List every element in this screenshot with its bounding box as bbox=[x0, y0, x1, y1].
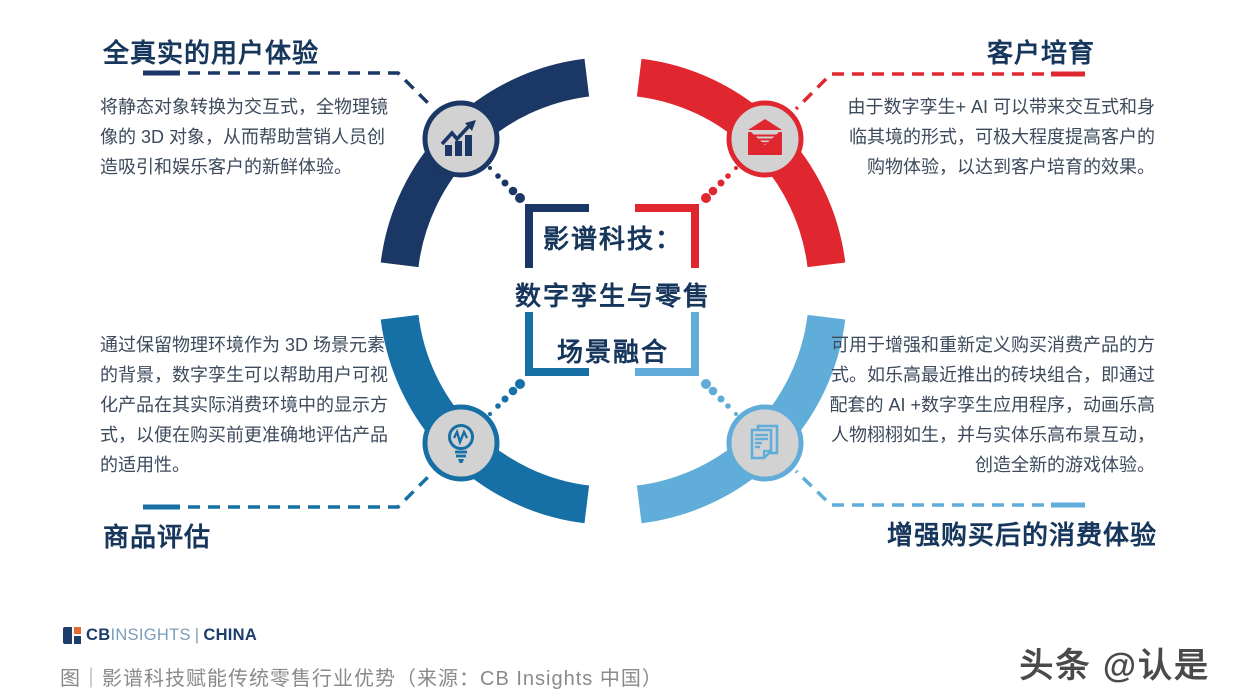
dots-top-left bbox=[488, 166, 525, 203]
cbinsights-logo-icon bbox=[63, 626, 81, 644]
center-title-line2: 数字孪生与零售 bbox=[514, 281, 711, 311]
title-bottom-right: 增强购买后的消费体验 bbox=[886, 520, 1157, 550]
top-left-dashed-line bbox=[188, 71, 434, 109]
cbinsights-logo: CBINSIGHTS|CHINA bbox=[63, 626, 257, 644]
center-title-line1: 影谱科技： bbox=[542, 224, 683, 254]
open-envelope-icon bbox=[748, 119, 782, 155]
body-bottom-right: 可用于增强和重新定义购买消费产品的方式。如乐高最近推出的砖块组合，即通过配套的 … bbox=[829, 335, 1155, 475]
figure-caption: 图｜影谱科技赋能传统零售行业优势（来源：CB Insights 中国） bbox=[60, 668, 663, 690]
top-right-dashed-line bbox=[794, 72, 1044, 111]
title-top-right: 客户培育 bbox=[986, 38, 1095, 68]
logo-insights: INSIGHTS bbox=[110, 625, 191, 644]
toutiao-watermark: 头条 @认是 bbox=[1019, 647, 1210, 685]
center-title-line3: 场景融合 bbox=[556, 337, 669, 367]
bracket-top-right bbox=[635, 204, 699, 268]
bottom-right-dashed-line bbox=[794, 469, 1044, 507]
circle-top-left bbox=[422, 100, 500, 178]
cbinsights-logo-text: CBINSIGHTS|CHINA bbox=[86, 626, 257, 645]
lightbulb-icon bbox=[448, 424, 474, 463]
body-bottom-left: 通过保留物理环境作为 3D 场景元素的背景，数字孪生可以帮助用户可视化产品在其实… bbox=[100, 335, 388, 475]
logo-cb: CB bbox=[86, 625, 111, 644]
circle-bottom-left bbox=[422, 404, 500, 482]
body-top-left: 将静态对象转换为交互式，全物理镜像的 3D 对象，从而帮助营销人员创造吸引和娱乐… bbox=[100, 97, 388, 177]
title-bottom-left: 商品评估 bbox=[103, 522, 212, 552]
bracket-bottom-left bbox=[525, 312, 589, 376]
bracket-top-left bbox=[525, 204, 589, 268]
dots-top-right bbox=[701, 166, 738, 203]
dots-bottom-right bbox=[701, 379, 738, 416]
growth-chart-icon bbox=[440, 120, 476, 156]
logo-divider: | bbox=[194, 625, 200, 644]
bottom-left-dashed-line bbox=[188, 471, 434, 509]
bracket-bottom-right bbox=[635, 312, 699, 376]
document-icon bbox=[750, 424, 779, 460]
dots-bottom-left bbox=[488, 379, 525, 416]
logo-china: CHINA bbox=[203, 625, 258, 644]
title-top-left: 全真实的用户体验 bbox=[103, 38, 320, 68]
body-top-right: 由于数字孪生+ AI 可以带来交互式和身临其境的形式，可极大程度提高客户的购物体… bbox=[847, 97, 1155, 177]
